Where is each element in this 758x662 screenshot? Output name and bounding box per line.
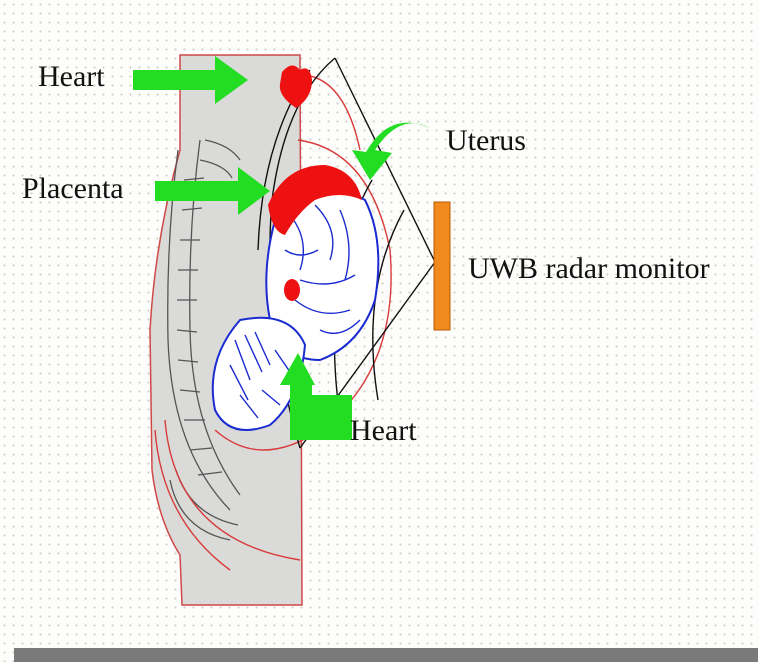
arrow-heart-bottom <box>280 353 352 440</box>
bottom-bar <box>14 648 758 662</box>
radar-monitor-icon <box>434 202 450 330</box>
label-placenta: Placenta <box>22 174 124 204</box>
label-heart-top: Heart <box>38 62 105 92</box>
fetal-heart <box>284 279 300 301</box>
label-uterus: Uterus <box>446 126 526 156</box>
label-radar-monitor: UWB radar monitor <box>468 254 710 284</box>
label-heart-bottom: Heart <box>350 416 417 446</box>
